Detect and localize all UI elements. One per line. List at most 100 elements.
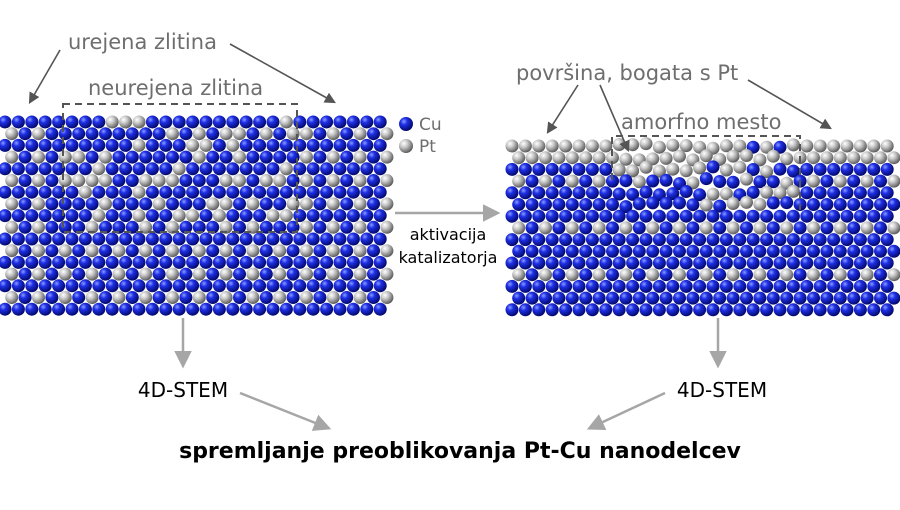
cu-atom — [559, 162, 573, 176]
cu-atom — [626, 187, 640, 201]
cu-atom — [706, 209, 720, 223]
pt-atom — [353, 197, 367, 211]
pt-atom — [58, 174, 72, 187]
cu-atom — [239, 115, 253, 129]
pt-atom — [300, 150, 313, 164]
cu-atom — [619, 174, 633, 188]
pt-atom — [733, 160, 747, 174]
cu-atom — [693, 256, 707, 270]
pt-atom — [219, 267, 233, 281]
cu-atom — [793, 244, 807, 258]
cu-atom — [706, 160, 720, 174]
disordered-region-box — [62, 103, 298, 233]
cu-atom — [612, 233, 626, 247]
cu-atom — [659, 268, 673, 282]
cu-atom — [373, 185, 387, 199]
cu-atom — [766, 221, 780, 235]
cu-atom — [679, 256, 693, 270]
cu-atom — [333, 279, 347, 293]
cu-atom — [266, 185, 280, 199]
cu-atom — [840, 209, 854, 223]
pt-atom — [807, 268, 820, 282]
cu-atom — [518, 256, 532, 270]
cu-atom — [159, 279, 173, 293]
pt-atom — [518, 139, 532, 153]
cu-atom — [253, 255, 267, 269]
cu-atom — [800, 279, 814, 293]
pt-atom — [99, 197, 112, 211]
cu-atom — [145, 255, 159, 269]
cu-atom — [813, 209, 827, 223]
cu-atom — [646, 174, 660, 188]
cu-atom — [840, 256, 854, 270]
cu-atom — [626, 279, 640, 293]
cu-atom — [827, 186, 841, 200]
cu-atom — [606, 174, 619, 188]
cu-atom — [206, 291, 220, 304]
cu-atom — [565, 244, 579, 258]
cu-atom — [773, 140, 787, 154]
legend-pt-marker — [399, 139, 413, 153]
cu-atom — [25, 255, 39, 269]
cu-atom — [827, 279, 841, 293]
cu-atom — [559, 303, 573, 317]
pt-atom — [58, 150, 72, 164]
cu-atom — [333, 185, 347, 199]
cu-atom — [626, 303, 640, 317]
cu-atom — [65, 185, 79, 199]
cu-atom — [38, 115, 52, 129]
pt-atom — [706, 187, 720, 201]
ordered-alloy-arrow-left — [28, 49, 61, 104]
pt-atom — [326, 267, 340, 281]
cu-atom — [572, 162, 586, 176]
cu-atom — [800, 162, 814, 176]
cu-atom — [18, 150, 32, 164]
cu-atom — [11, 185, 25, 199]
cu-atom — [132, 279, 146, 293]
cu-atom — [666, 279, 680, 293]
cu-atom — [199, 162, 213, 176]
cu-atom — [306, 115, 320, 129]
cu-atom — [152, 220, 166, 234]
ordered-alloy-arrow-right — [229, 43, 336, 104]
cu-atom — [139, 197, 153, 211]
cu-atom — [525, 174, 539, 188]
pt-atom — [820, 151, 834, 165]
cu-atom — [279, 255, 293, 269]
cu-atom — [11, 115, 25, 129]
cu-atom — [833, 291, 847, 305]
cu-atom — [518, 209, 532, 223]
pt-atom — [326, 127, 340, 141]
cu-atom — [199, 232, 213, 246]
cu-atom — [0, 255, 12, 269]
pt-atom — [532, 139, 546, 153]
pt-atom — [186, 209, 200, 223]
pt-atom — [5, 127, 19, 141]
cu-atom — [152, 127, 166, 141]
cu-atom — [58, 197, 72, 211]
pt-atom — [233, 150, 246, 164]
cu-atom — [786, 256, 800, 270]
cu-atom — [360, 255, 374, 269]
cu-atom — [559, 279, 573, 293]
cu-atom — [0, 209, 12, 223]
cu-atom — [125, 291, 139, 304]
cu-atom — [740, 221, 753, 235]
cu-atom — [652, 279, 666, 293]
cu-atom — [179, 127, 193, 141]
pt-atom — [233, 174, 246, 187]
pt-atom — [166, 220, 179, 234]
pt-atom — [212, 209, 226, 223]
cu-atom — [559, 233, 573, 247]
pt-atom — [192, 127, 206, 141]
cu-atom — [518, 303, 532, 317]
cu-atom — [179, 291, 193, 304]
cu-atom — [827, 256, 841, 270]
cu-atom — [867, 256, 881, 270]
cu-atom — [552, 268, 566, 282]
cu-atom — [652, 233, 666, 247]
cu-atom — [518, 162, 532, 176]
cu-atom — [293, 209, 307, 223]
cu-atom — [800, 233, 814, 247]
cu-atom — [159, 162, 173, 176]
